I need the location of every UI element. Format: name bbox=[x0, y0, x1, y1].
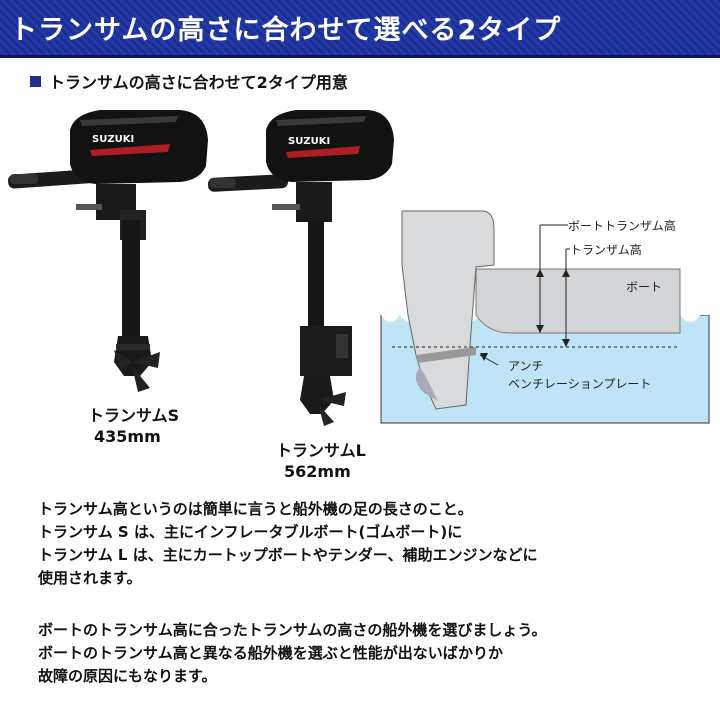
desc-line: トランサム S は、主にインフレータブルボート(ゴムボート)に bbox=[38, 523, 463, 541]
anti-label: アンチ bbox=[508, 359, 544, 373]
desc-line: トランサム高というのは簡単に言うと船外機の足の長さのこと。 bbox=[38, 500, 473, 518]
motor-s-length: 435mm bbox=[94, 427, 161, 446]
motor-s-name: トランサムS bbox=[88, 406, 180, 425]
transom-height-diagram: ボート ボートトランザム高 トランザム高 アンチ ベンチレーションプレート bbox=[380, 210, 710, 424]
ventilation-plate-label: ベンチレーションプレート bbox=[508, 377, 651, 391]
boat-transom-height-label: ボートトランザム高 bbox=[568, 218, 676, 233]
motor-l-brand: SUZUKI bbox=[288, 136, 330, 147]
desc-line: トランサム L は、主にカートップボートやテンダー、補助エンジンなどに bbox=[38, 546, 538, 564]
motor-l-label: トランサムL 562mm bbox=[276, 440, 366, 482]
desc-line: 使用されます。 bbox=[38, 569, 142, 587]
description-paragraph-2: ボートのトランサム高に合ったトランサムの高さの船外機を選びましょう。 ボートのト… bbox=[38, 619, 547, 688]
boat-label: ボート bbox=[626, 280, 662, 294]
bullet-square-icon bbox=[30, 76, 41, 87]
motor-l-length: 562mm bbox=[284, 462, 351, 481]
outboard-motor-l-image: SUZUKI bbox=[207, 110, 394, 426]
subheading-text: トランサムの高さに合わせて2タイプ用意 bbox=[49, 73, 348, 92]
transom-height-label: トランザム高 bbox=[570, 242, 642, 257]
banner-title: トランサムの高さに合わせて選べる2タイプ bbox=[10, 15, 562, 46]
section-subheading: トランサムの高さに合わせて2タイプ用意 bbox=[30, 69, 348, 93]
outboard-motor-s-image: SUZUKI bbox=[8, 110, 208, 392]
motor-l-name: トランサムL bbox=[276, 441, 366, 460]
motor-s-label: トランサムS 435mm bbox=[88, 405, 179, 447]
description-paragraph-1: トランサム高というのは簡単に言うと船外機の足の長さのこと。 トランサム S は、… bbox=[38, 498, 538, 590]
header-banner: トランサムの高さに合わせて選べる2タイプ bbox=[0, 0, 720, 58]
motor-s-brand: SUZUKI bbox=[92, 134, 134, 145]
desc-line: ボートのトランサム高と異なる船外機を選ぶと性能が出ないばかりか bbox=[38, 644, 504, 662]
desc-line: ボートのトランサム高に合ったトランサムの高さの船外機を選びましょう。 bbox=[38, 621, 547, 639]
desc-line: 故障の原因にもなります。 bbox=[38, 667, 217, 685]
